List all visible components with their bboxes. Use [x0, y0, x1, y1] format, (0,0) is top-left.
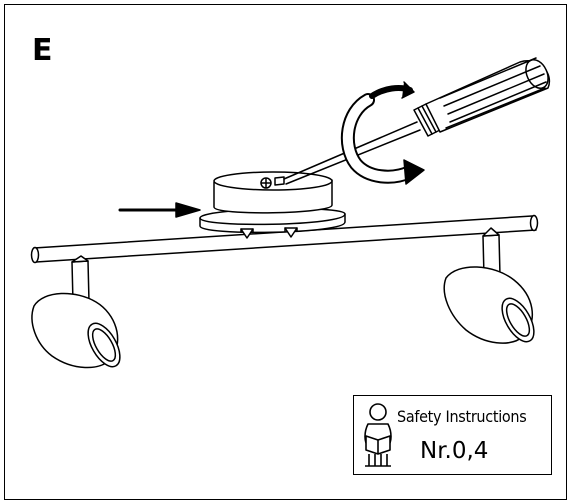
screwdriver-icon	[283, 57, 551, 185]
safety-instructions-box: Safety Instructions Nr.0,4	[353, 395, 552, 475]
left-spotlight	[31, 255, 121, 369]
screw-icon	[260, 176, 285, 189]
right-spotlight	[443, 227, 535, 344]
safety-instructions-number: Nr.0,4	[420, 438, 489, 464]
rotation-arrow-icon	[340, 81, 425, 185]
diagram-frame	[4, 4, 567, 500]
lamp-rail	[30, 214, 539, 264]
safety-instructions-title: Safety Instructions	[397, 407, 527, 426]
ceiling-canopy	[199, 171, 346, 239]
step-letter: E	[32, 33, 53, 68]
pointer-arrow-icon	[118, 202, 201, 218]
reading-person-icon	[364, 403, 392, 467]
